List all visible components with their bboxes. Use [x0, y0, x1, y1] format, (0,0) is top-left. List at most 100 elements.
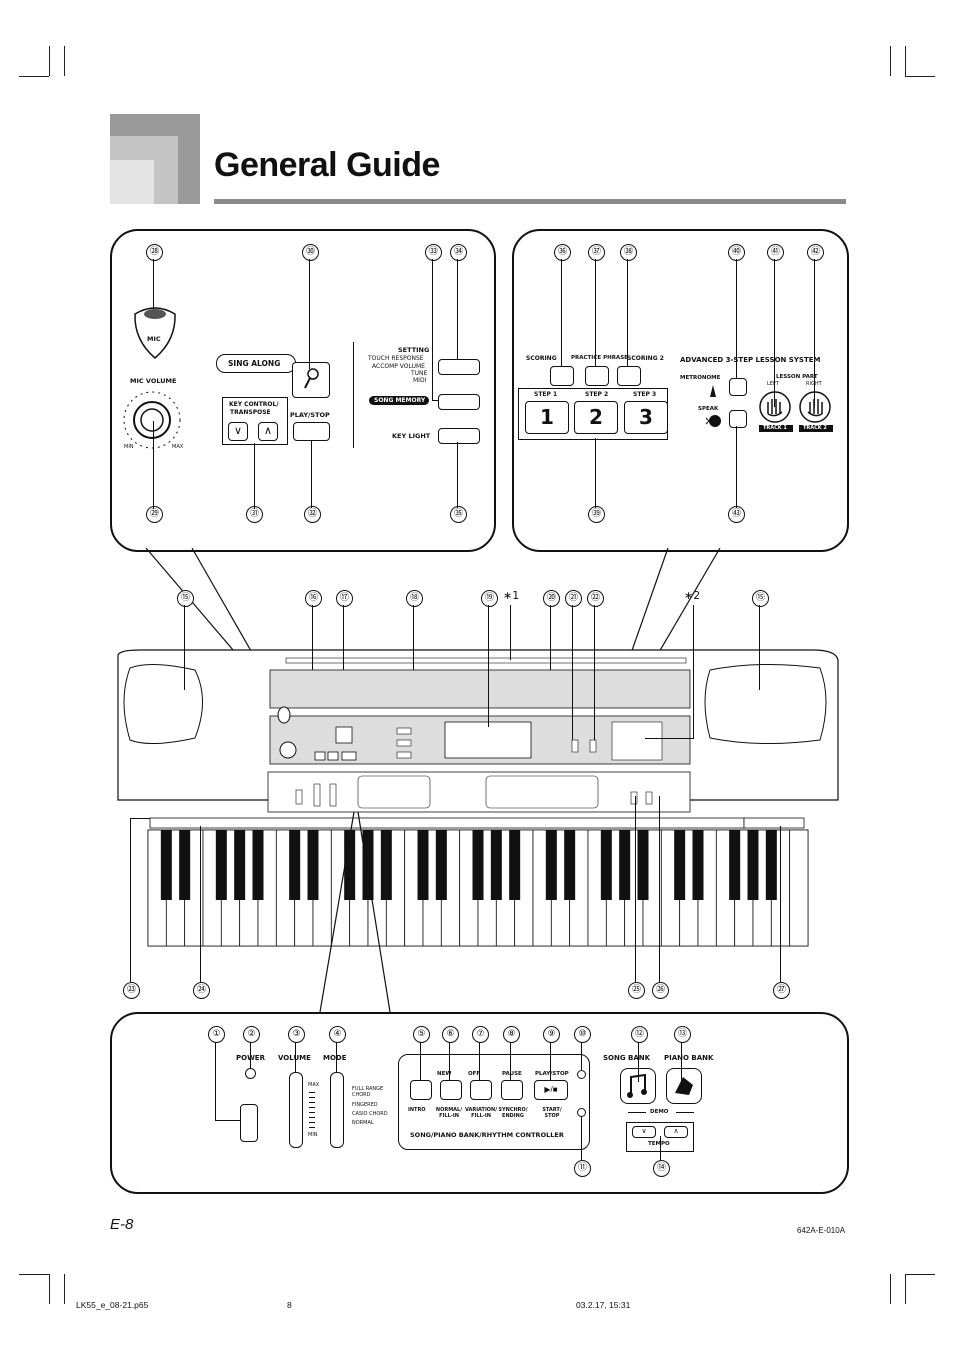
crop-mark — [49, 1274, 50, 1304]
callout-29: ㉙ — [146, 506, 163, 523]
black-key — [729, 830, 741, 900]
leader-line — [627, 259, 628, 366]
tempo-down-button[interactable]: ∨ — [632, 1126, 656, 1138]
step2-label: STEP 2 — [585, 391, 609, 398]
microphone-icon — [304, 368, 319, 389]
leader-line — [153, 259, 154, 309]
lesson-part-label: LESSON PART — [776, 374, 818, 380]
step3-button[interactable]: 3 — [624, 401, 668, 434]
mode-slider[interactable] — [330, 1072, 344, 1148]
panel-top-right — [512, 229, 849, 552]
crop-mark — [905, 76, 935, 77]
variation-fill-in-label: VARIATION/ FILL-IN — [464, 1107, 498, 1119]
footer-date: 03.2.17, 15:31 — [576, 1300, 631, 1310]
callout-22: ㉒ — [587, 590, 604, 607]
leader-line — [814, 259, 815, 407]
piano-bank-button[interactable] — [666, 1068, 702, 1104]
leader-line — [479, 1042, 480, 1080]
synchro-ending-button[interactable] — [501, 1080, 523, 1100]
sing-along-button[interactable] — [292, 362, 330, 398]
callout-33: ㉝ — [425, 244, 442, 261]
setting-button[interactable] — [438, 359, 480, 375]
step1-button[interactable]: 1 — [525, 401, 569, 434]
key-control-label: KEY CONTROL/ — [229, 401, 279, 408]
leader-line — [130, 818, 150, 819]
callout-12: ⑫ — [631, 1026, 648, 1043]
mode-option-4: NORMAL — [352, 1120, 374, 1126]
note-star-1: ∗1 — [503, 589, 520, 602]
left-hand-button[interactable] — [758, 390, 792, 424]
mic-volume-knob[interactable] — [120, 388, 184, 452]
song-memory-button[interactable] — [438, 394, 480, 410]
crop-mark — [64, 1274, 65, 1304]
callout-38: ㊳ — [620, 244, 637, 261]
track1-badge — [759, 425, 793, 432]
transpose-up-button[interactable]: ∧ — [258, 422, 278, 441]
step2-button[interactable]: 2 — [574, 401, 618, 434]
leader-line — [510, 605, 511, 660]
volume-scale — [309, 1092, 315, 1130]
mic-min-label: MIN — [124, 444, 134, 450]
start-stop-label: START/ STOP — [542, 1107, 562, 1119]
mode-label: MODE — [323, 1054, 347, 1062]
callout-23: ㉓ — [123, 982, 140, 999]
leader-line — [343, 605, 344, 670]
black-key — [509, 830, 521, 900]
crop-mark — [905, 1274, 906, 1304]
step1-label: STEP 1 — [534, 391, 558, 398]
leader-line — [510, 1042, 511, 1080]
start-stop-button[interactable]: ▶/■ — [534, 1080, 568, 1100]
page-title: General Guide — [214, 146, 440, 184]
black-key — [545, 830, 557, 900]
song-memory-label: SONG MEMORY — [374, 397, 426, 404]
demo-bracket — [676, 1112, 694, 1113]
tempo-label: TEMPO — [648, 1141, 670, 1147]
power-button[interactable] — [240, 1104, 258, 1142]
accomp-volume-label: ACCOMP VOLUME — [372, 363, 425, 370]
track1-label: TRACK 1 — [763, 425, 787, 431]
synchro-ending-label: SYNCHRO/ ENDING — [498, 1107, 528, 1119]
demo-label: DEMO — [650, 1109, 669, 1115]
play-pause-icon: ▶/■ — [544, 1085, 558, 1094]
volume-max-label: MAX — [308, 1082, 320, 1088]
transpose-label: TRANSPOSE — [230, 409, 271, 416]
practice-phrase-button[interactable] — [585, 366, 609, 386]
callout-11: ⑪ — [574, 1160, 591, 1177]
leader-line — [153, 421, 154, 509]
key-light-button[interactable] — [438, 428, 480, 444]
variation-fill-in-button[interactable] — [470, 1080, 492, 1100]
transpose-down-button[interactable]: ∨ — [228, 422, 248, 441]
page-number: E-8 — [110, 1216, 134, 1233]
black-key — [600, 830, 612, 900]
scoring-label: SCORING — [526, 355, 557, 362]
piano-bank-label: PIANO BANK — [664, 1054, 714, 1062]
leader-line — [595, 438, 596, 508]
normal-fill-in-button[interactable] — [440, 1080, 462, 1100]
callout-16: ⑯ — [305, 590, 322, 607]
black-key — [215, 830, 227, 900]
black-key — [765, 830, 777, 900]
callout-35: ㉟ — [450, 506, 467, 523]
callout-28: ㉘ — [146, 244, 163, 261]
intro-button[interactable] — [410, 1080, 432, 1100]
key-light-label: KEY LIGHT — [392, 432, 431, 440]
speak-icon — [705, 415, 721, 427]
song-bank-label: SONG BANK — [603, 1054, 651, 1062]
leader-line — [312, 605, 313, 670]
volume-slider[interactable] — [289, 1072, 303, 1148]
scoring2-button[interactable] — [617, 366, 641, 386]
speak-button[interactable] — [729, 410, 747, 428]
callout-43: ㊸ — [728, 506, 745, 523]
scoring-button[interactable] — [550, 366, 574, 386]
note-star-2: ∗2 — [684, 589, 701, 602]
callout-2: ② — [243, 1026, 260, 1043]
black-key — [637, 830, 649, 900]
right-label: RIGHT — [806, 381, 822, 387]
crop-mark — [64, 46, 65, 76]
callout-37: ㊲ — [588, 244, 605, 261]
tempo-up-button[interactable]: ∧ — [664, 1126, 688, 1138]
callout-8: ⑧ — [503, 1026, 520, 1043]
metronome-button[interactable] — [729, 378, 747, 396]
crop-mark — [905, 46, 906, 76]
